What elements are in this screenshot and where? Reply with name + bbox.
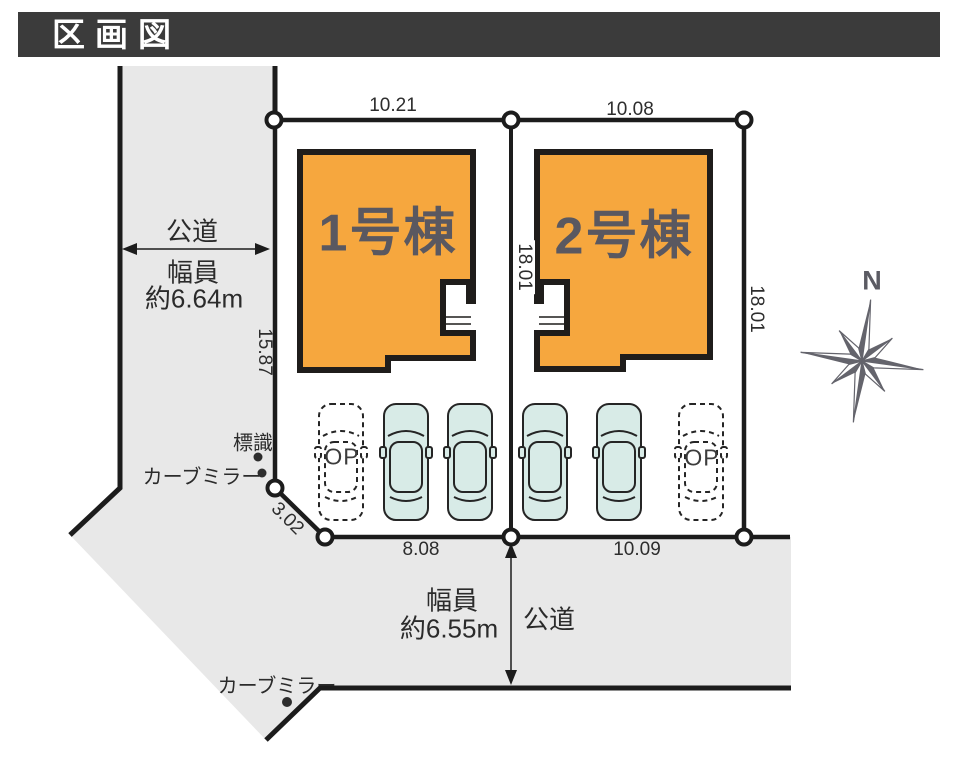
building-2-shape — [534, 149, 713, 372]
entrance-door-2 — [534, 281, 544, 304]
sign-label: 標識 — [233, 432, 273, 455]
entrance-door-1 — [466, 281, 476, 304]
page-title: 区画図 — [52, 16, 181, 53]
left-road-type: 公道 — [165, 216, 219, 247]
entrance-steps-1 — [446, 316, 471, 332]
title-banner: 区画図 — [18, 12, 940, 57]
building-2-label: 2号棟 — [554, 207, 694, 266]
entrance-steps-2 — [539, 316, 564, 332]
building-1-label: 1号棟 — [318, 204, 458, 263]
dim-top-left: 10.21 — [369, 95, 417, 116]
curve-mirror-left-dot — [257, 468, 267, 478]
bottom-road-width-caption: 幅員 — [425, 585, 479, 616]
dim-bottom-right: 10.09 — [613, 539, 661, 560]
sign-dot — [253, 452, 263, 462]
parking-cars — [314, 403, 728, 521]
op-stall-label-2: OP — [684, 444, 720, 471]
marker-dots — [253, 452, 292, 707]
curve-mirror-bottom-dot — [282, 697, 292, 707]
dim-center-depth: 18.01 — [513, 240, 535, 294]
building-1-shape — [297, 149, 476, 373]
curve-mirror-left-label: カーブミラー — [142, 466, 262, 489]
dim-left-depth: 15.87 — [254, 328, 275, 376]
dim-top-right: 10.08 — [606, 99, 654, 120]
compass-rose — [800, 299, 924, 423]
left-road-width-caption: 幅員 — [166, 257, 220, 288]
car-4 — [592, 403, 646, 521]
plot-boundary — [272, 117, 790, 540]
dim-bottom-left: 8.08 — [402, 539, 440, 560]
left-road-width-value: 約6.64m — [144, 283, 244, 314]
car-1 — [379, 403, 433, 521]
car-3 — [518, 403, 572, 521]
dim-right-depth: 18.01 — [746, 285, 767, 333]
bottom-road-width-value: 約6.55m — [399, 613, 499, 644]
car-optional-2 — [674, 403, 728, 521]
road-area — [70, 66, 791, 740]
car-optional-1 — [314, 403, 368, 521]
left-road-width-arrow — [122, 243, 270, 255]
curve-mirror-bottom-label: カーブミラー — [217, 675, 337, 698]
bottom-road-width-arrow — [505, 543, 517, 685]
op-stall-label-1: OP — [324, 443, 360, 470]
boundary-vertices — [264, 110, 754, 547]
compass-north-label: N — [862, 265, 882, 296]
bottom-road-type: 公道 — [522, 604, 576, 635]
car-2 — [443, 403, 497, 521]
